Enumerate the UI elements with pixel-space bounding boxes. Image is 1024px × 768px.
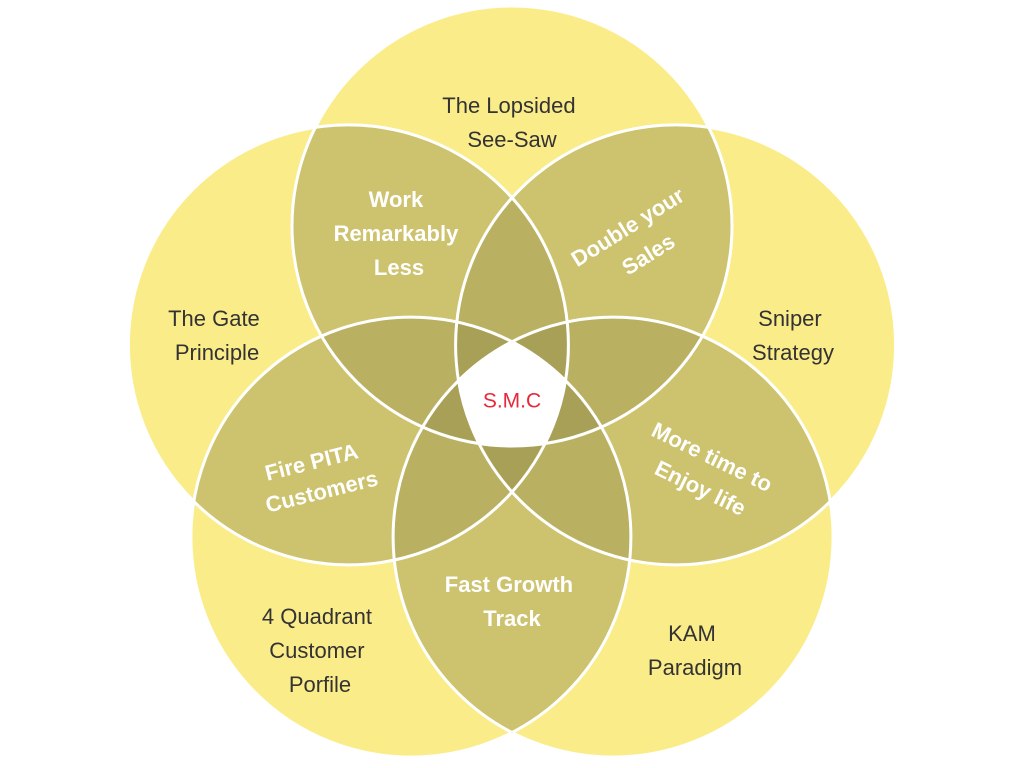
label-line: Strategy [752,340,834,365]
circle-outlines [126,4,898,759]
label-line: 4 Quadrant [262,604,372,629]
label-upper-left-circle: The Gate Principle [168,306,266,365]
label-line: KAM [668,621,716,646]
label-upper-right-circle: Sniper Strategy [752,306,834,365]
label-line: Remarkably [334,221,460,246]
label-line: Sniper [758,306,822,331]
circles-base [128,6,896,758]
label-line: Paradigm [648,655,742,680]
outline-top [290,4,734,448]
label-lower-right-circle: KAM Paradigm [648,621,742,680]
label-overlap-lower-left-lower-right: Fast Growth Track [445,572,579,631]
label-overlap-top-upper-left: Work Remarkably Less [334,187,465,280]
outline-upper-left [126,123,570,567]
label-line: Work [369,187,424,212]
label-line: The Lopsided [442,93,575,118]
label-lower-left-circle: 4 Quadrant Customer Porfile [262,604,378,697]
outline-upper-right [454,123,898,567]
label-line: Principle [175,340,259,365]
label-line: Customer [269,638,364,663]
center-region [455,317,569,446]
outline-lower-left [189,315,633,759]
label-line: Porfile [289,672,351,697]
label-line: See-Saw [467,127,556,152]
label-line: The Gate [168,306,260,331]
label-line: Fast Growth [445,572,573,597]
label-top-circle: The Lopsided See-Saw [442,93,581,152]
label-line: Less [374,255,424,280]
center-label: S.M.C [483,390,541,413]
overlap-shade-top [292,124,732,446]
label-line: Track [483,606,541,631]
outline-lower-right [391,315,835,759]
